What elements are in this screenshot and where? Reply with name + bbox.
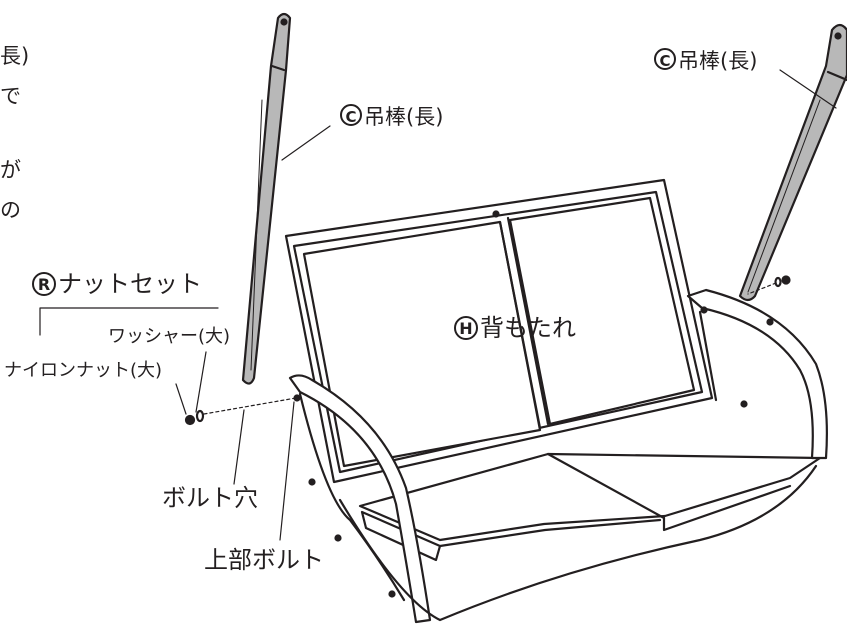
- partial-label-line2: で: [0, 84, 21, 108]
- backrest-letter: H: [454, 316, 478, 340]
- nut-set-letter: R: [32, 272, 56, 296]
- rod-right-letter: C: [654, 48, 676, 70]
- right-hanging-rod: [738, 23, 847, 302]
- right-armrest: [686, 288, 828, 460]
- nut-set-hardware: [184, 275, 791, 426]
- bolt-hole-label: ボルト穴: [162, 484, 258, 512]
- partial-label-top: 長): [0, 44, 30, 68]
- leader-lines: [39, 69, 837, 541]
- partial-label-line3: が: [0, 158, 21, 182]
- nylon-nut-label: ナイロンナット(大): [4, 360, 163, 381]
- rod-left-letter: C: [340, 104, 362, 126]
- left-hanging-rod: [241, 12, 292, 385]
- backrest-text: 背もたれ: [480, 314, 576, 342]
- top-bolt-label: 上部ボルト: [204, 546, 324, 574]
- partial-label-line4: の: [0, 198, 21, 222]
- left-armrest: [288, 374, 432, 624]
- washer-label: ワッシャー(大): [108, 326, 231, 347]
- rod-right-text: 吊棒(長): [678, 49, 758, 73]
- rod-left-text: 吊棒(長): [364, 105, 444, 129]
- seat-cushion: [358, 452, 822, 562]
- nut-set-text: ナットセット: [58, 270, 202, 298]
- seat-frame-curve: [338, 464, 818, 622]
